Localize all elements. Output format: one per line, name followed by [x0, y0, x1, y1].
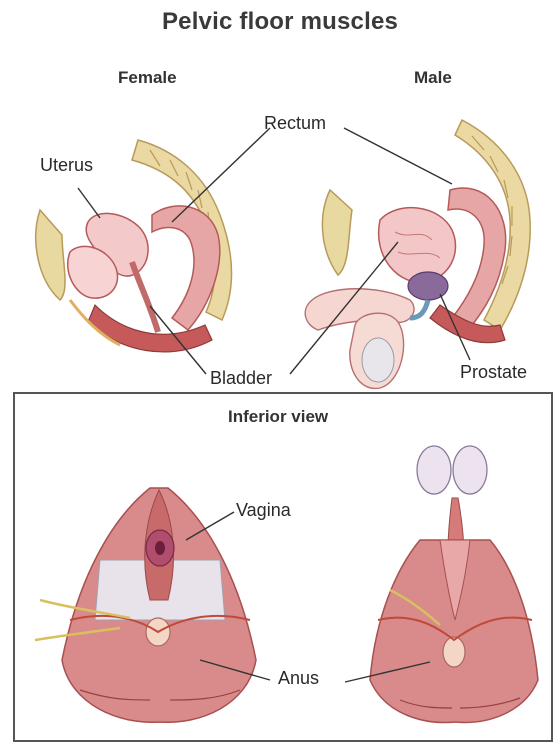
vagina-label: Vagina — [236, 500, 291, 521]
male-pubic-bone — [322, 190, 352, 275]
bladder-label: Bladder — [210, 368, 272, 389]
rectum-label: Rectum — [264, 113, 326, 134]
male-sagittal-section — [305, 120, 530, 388]
inferior-view-heading: Inferior view — [228, 407, 328, 427]
male-bladder — [379, 208, 456, 283]
uterus-label: Uterus — [40, 155, 93, 176]
inferior-view-panel — [13, 392, 553, 742]
anus-label: Anus — [278, 668, 319, 689]
sagittal-illustrations — [0, 0, 560, 392]
male-prostate — [408, 272, 448, 300]
female-pubic-bone — [36, 210, 65, 300]
prostate-label: Prostate — [460, 362, 527, 383]
